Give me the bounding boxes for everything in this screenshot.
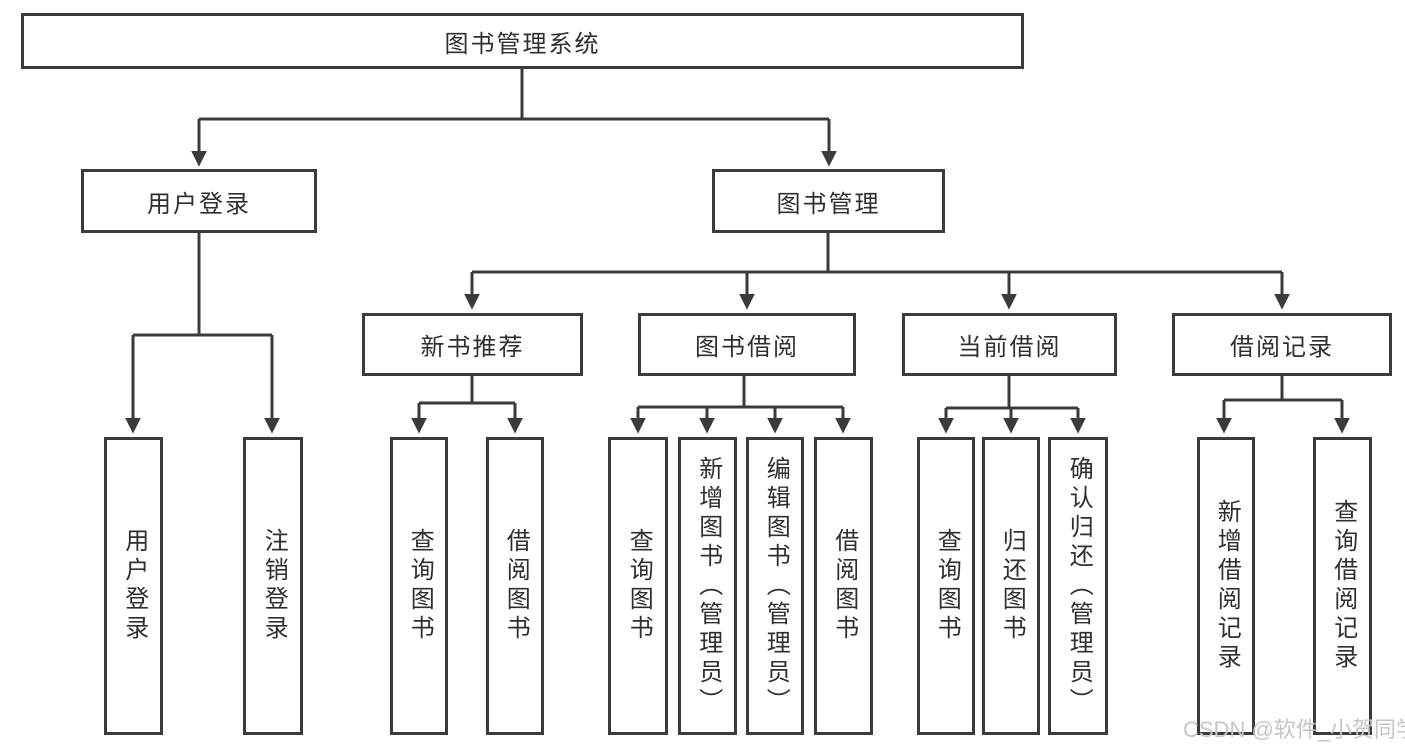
node-borrow-record: 借阅记录 — [1172, 313, 1392, 376]
connector-borrow-trunk — [638, 376, 843, 409]
leaf-return-books: 归还图书 — [982, 437, 1040, 735]
leaf-label: 用户登录 — [120, 528, 148, 644]
leaf-label: 查询借阅记录 — [1329, 499, 1357, 673]
leaf-user-login: 用户登录 — [104, 437, 163, 735]
node-current-borrow: 当前借阅 — [902, 313, 1117, 376]
leaf-label: 查询图书 — [933, 528, 961, 644]
leaf-query-books-current: 查询图书 — [917, 437, 975, 735]
watermark: CSDN @软件_小贺同学 — [1183, 717, 1405, 742]
leaf-borrow-books: 借阅图书 — [814, 437, 873, 735]
leaf-label: 新增借阅记录 — [1213, 499, 1241, 673]
connector-mgmt-trunk — [472, 233, 1282, 274]
leaf-label: 新增图书（管理员） — [694, 455, 722, 717]
leaf-label: 注销登录 — [260, 528, 288, 644]
leaf-label: 编辑图书（管理员） — [762, 455, 790, 717]
leaf-edit-books-admin: 编辑图书（管理员） — [746, 437, 804, 735]
node-book-borrow: 图书借阅 — [638, 313, 856, 376]
connector-record-trunk — [1224, 376, 1342, 402]
node-new-book-recommend: 新书推荐 — [362, 313, 583, 376]
leaf-borrow-books-recommend: 借阅图书 — [486, 437, 544, 735]
node-library-system: 图书管理系统 — [21, 13, 1024, 69]
node-book-management: 图书管理 — [712, 169, 945, 233]
leaf-add-borrow-record: 新增借阅记录 — [1197, 437, 1255, 735]
connector-recommend-trunk — [419, 376, 515, 405]
leaf-confirm-return-admin: 确认归还（管理员） — [1048, 437, 1108, 735]
connector-login-trunk — [133, 233, 272, 337]
leaf-query-borrow-record: 查询借阅记录 — [1313, 437, 1372, 735]
leaf-label: 借阅图书 — [830, 528, 858, 644]
leaf-label: 确认归还（管理员） — [1065, 455, 1093, 717]
leaf-logout: 注销登录 — [243, 437, 303, 735]
leaf-label: 借阅图书 — [502, 528, 530, 644]
leaf-label: 归还图书 — [998, 528, 1026, 644]
leaf-add-books-admin: 新增图书（管理员） — [678, 437, 737, 735]
leaf-label: 查询图书 — [406, 528, 434, 644]
leaf-query-books-recommend: 查询图书 — [390, 437, 448, 735]
leaf-query-books-borrow: 查询图书 — [608, 437, 668, 735]
connector-current-trunk — [946, 376, 1078, 410]
node-user-login: 用户登录 — [81, 169, 317, 233]
leaf-label: 查询图书 — [625, 528, 653, 644]
connector-root-trunk — [199, 69, 829, 121]
